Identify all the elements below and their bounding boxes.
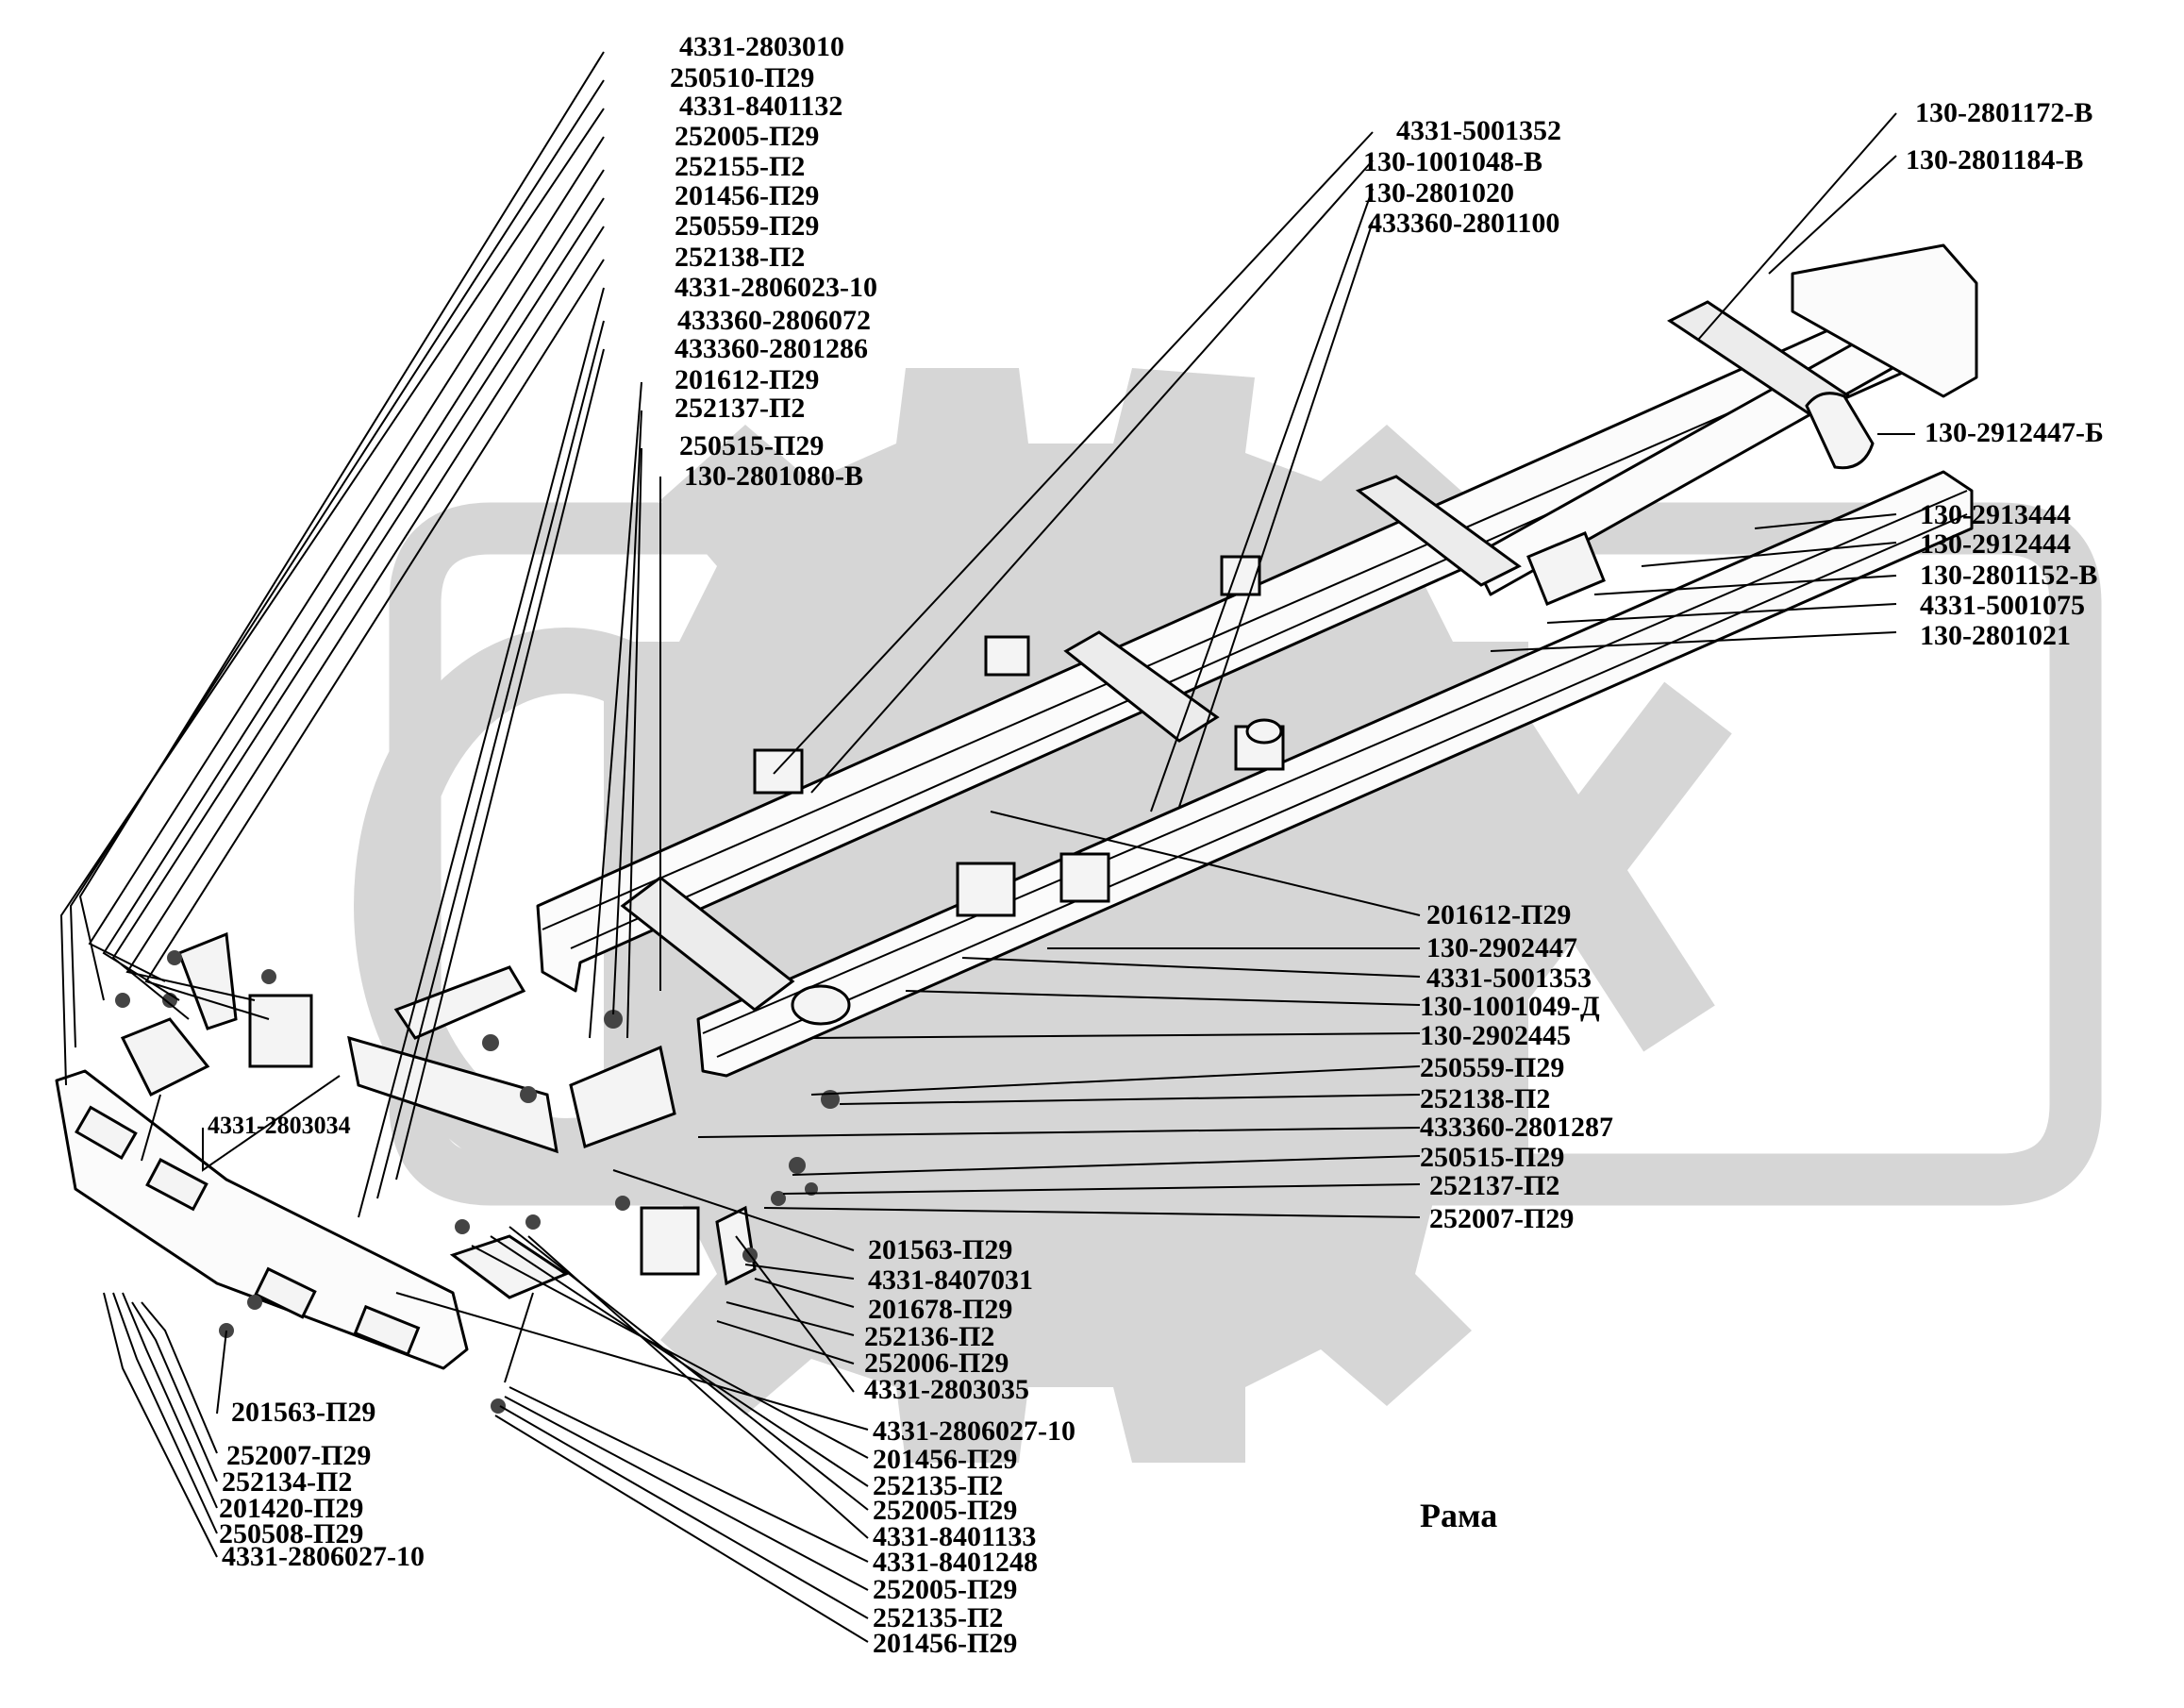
label-tr-0: 130-2801172-В xyxy=(1915,97,2093,128)
label-tl-0: 4331-2803010 xyxy=(679,31,844,62)
cross-member-front xyxy=(620,876,795,1012)
bumper-slot-1 xyxy=(75,1105,138,1161)
label-tc-3: 433360-2801100 xyxy=(1368,208,1560,239)
label-tl-10: 433360-2801286 xyxy=(675,333,868,364)
label-bl-0: 201563-П29 xyxy=(231,1397,376,1428)
label-tl-2: 4331-8401132 xyxy=(679,91,843,122)
label-m-8: 250515-П29 xyxy=(1420,1142,1565,1173)
label-bl-1: 252007-П29 xyxy=(226,1440,372,1471)
bumper-assembly xyxy=(55,931,840,1414)
label-bs-7: 252135-П2 xyxy=(873,1602,1004,1633)
spring-bracket-right-2 xyxy=(1059,852,1110,903)
label-m-5: 250559-П29 xyxy=(1420,1052,1565,1083)
label-tl-5: 201456-П29 xyxy=(675,180,820,211)
label-tl-12: 252137-П2 xyxy=(675,393,806,424)
watermark-band xyxy=(389,502,2102,1206)
label-r-2: 130-2912444 xyxy=(1920,528,2071,560)
label-tl-1: 250510-П29 xyxy=(670,62,815,93)
label-bc-3: 252136-П2 xyxy=(864,1321,995,1352)
leader-lines xyxy=(59,51,1915,1643)
cross-member-2 xyxy=(1063,630,1220,743)
bumper-slot-2 xyxy=(145,1158,208,1212)
label-bl-3: 201420-П29 xyxy=(219,1493,364,1524)
label-tl-4: 252155-П2 xyxy=(675,151,806,182)
label-bs-8: 201456-П29 xyxy=(873,1628,1018,1659)
label-bl-2: 252134-П2 xyxy=(222,1466,353,1498)
rear-engine-mount xyxy=(1245,718,1283,745)
label-m-10: 252007-П29 xyxy=(1429,1203,1575,1234)
left-tow-plate xyxy=(177,931,238,1030)
label-tl-9: 433360-2806072 xyxy=(677,305,871,336)
cross-member-3 xyxy=(1355,475,1522,587)
label-m-4: 130-2902445 xyxy=(1420,1020,1571,1051)
front-bumper xyxy=(55,1069,469,1370)
label-r-5: 130-2801021 xyxy=(1920,620,2071,651)
front-spring-bracket-left xyxy=(753,748,804,795)
label-tl-11: 201612-П29 xyxy=(675,364,820,395)
label-bc-0: 201563-П29 xyxy=(868,1234,1013,1265)
label-bs-6: 252005-П29 xyxy=(873,1574,1018,1605)
diagram-caption: Рама xyxy=(1420,1497,1498,1534)
label-tl-7: 252138-П2 xyxy=(675,242,806,273)
right-side-member xyxy=(696,470,1974,1078)
label-m-7: 433360-2801287 xyxy=(1420,1112,1613,1143)
label-bs-2: 252135-П2 xyxy=(873,1470,1004,1501)
front-engine-mount xyxy=(791,984,851,1026)
bumper-support xyxy=(569,1045,676,1148)
label-tl-6: 250559-П29 xyxy=(675,210,820,242)
label-m-0: 201612-П29 xyxy=(1426,899,1572,930)
tow-hook xyxy=(1805,392,1875,470)
label-bl-4: 250508-П29 xyxy=(219,1518,364,1549)
label-tl-13: 250515-П29 xyxy=(679,430,825,461)
label-bl-5: 4331-2806027-10 xyxy=(222,1541,425,1572)
label-bc-2: 201678-П29 xyxy=(868,1294,1013,1325)
label-tl-8: 4331-2806023-10 xyxy=(675,272,877,303)
label-bs-1: 201456-П29 xyxy=(873,1444,1018,1475)
label-left-bracket: 4331-2803034 xyxy=(208,1112,351,1139)
front-spring-bracket-right xyxy=(956,862,1016,917)
label-m-9: 252137-П2 xyxy=(1429,1170,1560,1201)
label-tl-14: 130-2801080-В xyxy=(684,460,863,492)
label-bs-5: 4331-8401248 xyxy=(873,1547,1038,1578)
label-m-6: 252138-П2 xyxy=(1420,1083,1551,1114)
rear-end-cross-member xyxy=(1791,243,1978,398)
tow-hook-bracket xyxy=(1526,531,1606,606)
rear-spring-bracket-left xyxy=(984,635,1030,677)
label-bs-3: 252005-П29 xyxy=(873,1495,1018,1526)
spring-bracket-left-3 xyxy=(1220,555,1261,596)
label-m-2: 4331-5001353 xyxy=(1426,963,1592,994)
label-bc-1: 4331-8407031 xyxy=(868,1264,1033,1296)
bumper-slot-3 xyxy=(254,1266,317,1319)
label-bc-4: 252006-П29 xyxy=(864,1348,1009,1379)
label-m-1: 130-2902447 xyxy=(1426,932,1577,963)
label-tc-2: 130-2801020 xyxy=(1363,177,1514,209)
cross-member-rear xyxy=(1667,300,1852,417)
bumper-slot-4 xyxy=(353,1304,421,1357)
label-bs-4: 4331-8401133 xyxy=(873,1521,1037,1552)
label-r-4: 4331-5001075 xyxy=(1920,590,2085,621)
label-tc-1: 130-1001048-В xyxy=(1363,146,1542,177)
label-r-3: 130-2801152-В xyxy=(1920,560,2098,591)
left-step-bracket xyxy=(248,994,313,1068)
label-tl-3: 252005-П29 xyxy=(675,121,820,152)
label-bc-5: 4331-2803035 xyxy=(864,1374,1029,1405)
right-step-bracket xyxy=(640,1206,700,1276)
front-cross-bracket xyxy=(347,1035,559,1154)
watermark-x-letter xyxy=(1419,681,1732,1055)
label-tr-1: 130-2801184-В xyxy=(1906,144,2084,176)
label-tc-0: 4331-5001352 xyxy=(1396,115,1561,146)
label-m-3: 130-1001049-Д xyxy=(1420,991,1600,1022)
left-step xyxy=(120,1017,210,1097)
label-r-1: 130-2913444 xyxy=(1920,499,2071,530)
frame-assembly xyxy=(536,243,1978,1078)
watermark-o-letter xyxy=(354,628,778,1184)
label-r-0: 130-2912447-Б xyxy=(1925,417,2104,448)
label-bs-0: 4331-2806027-10 xyxy=(873,1415,1075,1447)
